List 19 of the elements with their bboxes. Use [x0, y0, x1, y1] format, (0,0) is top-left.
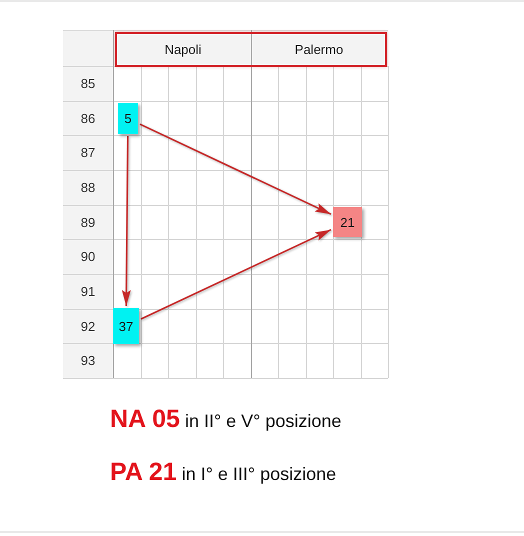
column-heading: Palermo: [294, 42, 344, 57]
arrow: [122, 136, 131, 306]
row-number: 86: [80, 110, 96, 126]
row-number: 85: [80, 76, 96, 91]
row-number: 92: [80, 318, 96, 334]
arrow: [140, 228, 332, 320]
row-number: 91: [80, 284, 96, 300]
highlighted-cell: 37: [113, 308, 139, 344]
highlighted-cell: 5: [118, 103, 138, 134]
highlighted-cell: 21: [333, 207, 362, 237]
row-number: 93: [80, 353, 96, 368]
row-number: 89: [80, 214, 96, 230]
column-heading: Napoli: [164, 42, 202, 57]
row-number: 88: [80, 180, 96, 195]
row-number: 87: [80, 145, 96, 160]
note-text: PA 21 in I° e III° posizione: [110, 457, 336, 488]
arrow: [140, 123, 332, 215]
row-number: 90: [80, 249, 96, 264]
note-text: NA 05 in II° e V° posizione: [110, 404, 342, 435]
